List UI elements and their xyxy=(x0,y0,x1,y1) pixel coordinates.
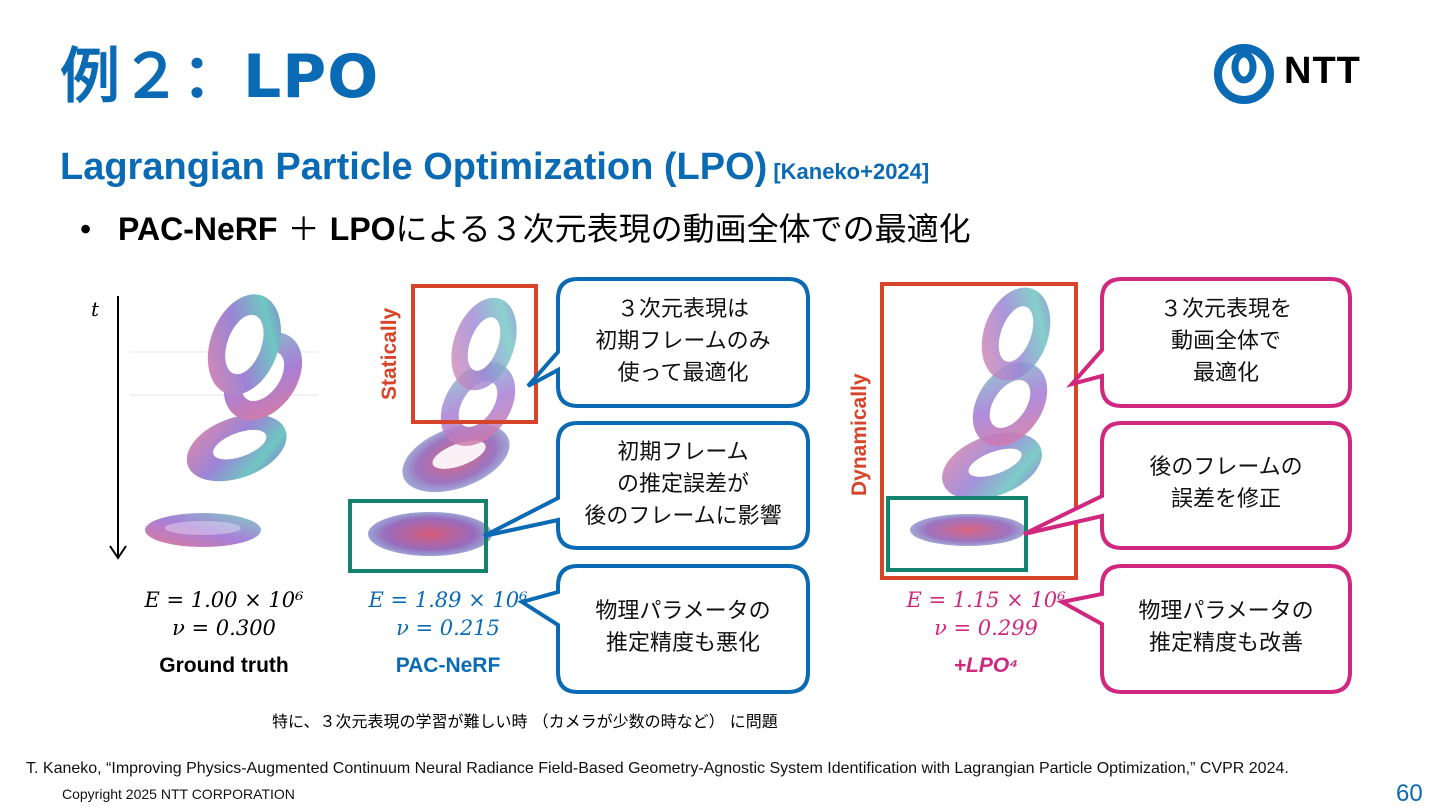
caption-pac-nerf: PAC-NeRF xyxy=(395,654,501,677)
footnote-issue: 特に、３次元表現の学習が難しい時 （カメラが少数の時など） に問題 xyxy=(272,712,778,731)
label-dynamically: Dynamically xyxy=(848,373,871,496)
callout-line: 推定精度も悪化 xyxy=(605,631,760,656)
callout-line: 使って最適化 xyxy=(617,361,749,386)
bullet-lpo: LPO xyxy=(329,211,396,247)
bullet-rest: による３次元表現の動画全体での最適化 xyxy=(395,210,971,248)
caption-ground-truth: Ground truth xyxy=(159,654,289,677)
callout-param-better xyxy=(1056,564,1352,694)
callout-param-worse-text: 物理パラメータの 推定精度も悪化 xyxy=(558,596,808,660)
callout-line: 後のフレームの xyxy=(1149,455,1303,480)
label-statically: Statically xyxy=(378,307,401,400)
pac-nerf-static-box xyxy=(411,284,538,424)
lpo-image xyxy=(880,282,1078,580)
lpo-metrics: E = 1.15 × 10⁶ ν = 0.299 xyxy=(886,586,1086,642)
ground-truth-E: E = 1.00 × 10⁶ xyxy=(144,588,304,612)
callout-line: ３次元表現は xyxy=(616,297,749,322)
citation-reference: T. Kaneko, “Improving Physics-Augmented … xyxy=(26,760,1289,777)
ntt-logo: NTT xyxy=(1212,44,1372,104)
callout-line: 誤差を修正 xyxy=(1170,487,1281,512)
callout-line: 物理パラメータの xyxy=(1138,599,1314,624)
ntt-logo-icon xyxy=(1214,44,1274,104)
lpo-dynamic-box xyxy=(880,282,1078,580)
pink-callouts xyxy=(1023,277,1352,694)
subtitle-text: Lagrangian Particle Optimization (LPO) xyxy=(60,146,768,188)
ground-truth-metrics: E = 1.00 × 10⁶ ν = 0.300 xyxy=(124,586,324,642)
callout-dynamic-text: ３次元表現を 動画全体で 最適化 xyxy=(1102,294,1350,390)
bullet-plus: ＋ xyxy=(277,210,330,248)
callout-error-propagation xyxy=(483,421,810,550)
pac-nerf-metrics: E = 1.89 × 10⁶ ν = 0.215 xyxy=(348,586,548,642)
callout-line: 物理パラメータの xyxy=(595,599,771,624)
callout-line: の推定誤差が xyxy=(616,472,749,497)
bullet-marker: • xyxy=(80,211,92,247)
bullet-pacnerf: PAC-NeRF xyxy=(118,211,278,247)
lpo-nu: ν = 0.299 xyxy=(934,616,1038,640)
callout-static xyxy=(526,277,810,408)
page-title: 例２：LPO xyxy=(60,42,380,112)
ground-truth-nu: ν = 0.300 xyxy=(172,616,276,640)
pac-nerf-image xyxy=(348,284,538,573)
subtitle-reference: [Kaneko+2024] xyxy=(773,159,930,184)
pac-nerf-nu: ν = 0.215 xyxy=(396,616,500,640)
bullet-point: • PAC-NeRF ＋ LPOによる３次元表現の動画全体での最適化 xyxy=(80,204,971,250)
page-number: 60 xyxy=(1396,780,1423,807)
copyright: Copyright 2025 NTT CORPORATION xyxy=(62,786,295,802)
section-subtitle: Lagrangian Particle Optimization (LPO)[K… xyxy=(60,146,929,189)
blue-callouts xyxy=(483,277,810,694)
callout-param-worse xyxy=(517,564,810,694)
lpo-E: E = 1.15 × 10⁶ xyxy=(906,588,1066,612)
callout-error-corrected-text: 後のフレームの 誤差を修正 xyxy=(1102,452,1350,516)
callout-static-text: ３次元表現は 初期フレームのみ 使って最適化 xyxy=(558,294,808,390)
callout-line: 動画全体で xyxy=(1170,329,1281,354)
caption-lpo: +LPO⁴ xyxy=(953,654,1019,677)
callout-line: 後のフレームに影響 xyxy=(584,504,782,529)
callout-dynamic xyxy=(1066,277,1352,408)
callout-error-corrected xyxy=(1023,421,1352,550)
callout-line: 初期フレーム xyxy=(617,440,749,465)
pac-nerf-E: E = 1.89 × 10⁶ xyxy=(368,588,528,612)
callout-line: 最適化 xyxy=(1192,361,1259,386)
callout-line: ３次元表現を xyxy=(1159,297,1292,322)
callout-error-propagation-text: 初期フレーム の推定誤差が 後のフレームに影響 xyxy=(558,437,808,533)
ground-truth-image xyxy=(130,294,318,547)
time-axis xyxy=(109,296,127,560)
callout-param-better-text: 物理パラメータの 推定精度も改善 xyxy=(1102,596,1350,660)
logo-text: NTT xyxy=(1284,50,1361,92)
callout-line: 推定精度も改善 xyxy=(1148,631,1303,656)
callout-line: 初期フレームのみ xyxy=(595,329,771,354)
time-axis-label: t xyxy=(91,297,100,321)
